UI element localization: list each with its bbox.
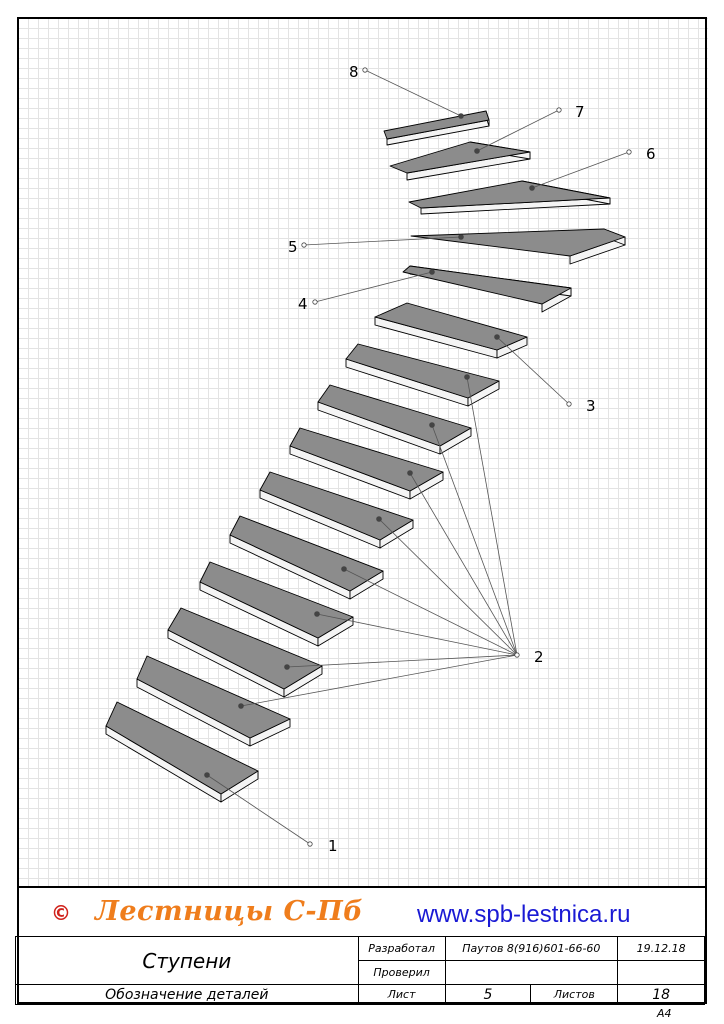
callout-anchor [566, 401, 572, 407]
leader-line [409, 472, 518, 656]
leader-dot [238, 703, 244, 709]
leader-line [343, 568, 518, 656]
leader-line [206, 774, 311, 845]
tread [105, 701, 259, 803]
leader-dot [376, 516, 382, 522]
format-label: A4 [657, 1007, 672, 1020]
tread-top-face [259, 471, 414, 541]
designation: Обозначение деталей [15, 984, 359, 1005]
part-name: Ступени [15, 936, 359, 985]
copyright-icon: © [51, 901, 71, 925]
leader-line [496, 336, 570, 405]
sheet-frame [17, 17, 707, 1004]
callout-3: 3 [586, 397, 596, 415]
tread-top-face [408, 180, 611, 209]
leader-dot [458, 234, 464, 240]
checked-value [444, 960, 619, 985]
tread-top-face [374, 302, 528, 351]
callout-anchor [514, 652, 520, 658]
leader-dot [429, 269, 435, 275]
leader-dot [429, 422, 435, 428]
sheets-total: 18 [617, 984, 705, 1005]
callout-anchor [362, 67, 368, 73]
tread [345, 343, 500, 407]
leader-line [431, 424, 518, 656]
title-table: Ступени Разработал Паутов 8(916)601-66-6… [15, 936, 705, 1005]
leader-dot [341, 566, 347, 572]
tread-top-face [105, 701, 259, 795]
tread-top-face [410, 228, 626, 257]
leader-dot [529, 185, 535, 191]
tread [259, 471, 414, 549]
leader-lines [204, 67, 632, 847]
callout-anchor [626, 149, 632, 155]
leader-dot [464, 374, 470, 380]
callout-8: 8 [349, 63, 359, 81]
tread [199, 561, 354, 647]
callout-1: 1 [328, 837, 338, 855]
leader-line [531, 151, 630, 189]
tread-top-face [402, 265, 572, 305]
sheet-label: Лист [357, 984, 446, 1005]
callout-2: 2 [534, 648, 544, 666]
tread [410, 228, 626, 265]
tread [289, 427, 444, 500]
leader-line [286, 654, 518, 668]
tread [402, 265, 572, 313]
tread [389, 141, 531, 181]
tread [229, 515, 384, 600]
leader-dot [494, 334, 500, 340]
tread [317, 384, 472, 455]
callout-anchor [301, 242, 307, 248]
leader-dot [458, 113, 464, 119]
treads [105, 110, 626, 803]
callout-7: 7 [575, 103, 585, 121]
tread-top-face [289, 427, 444, 492]
callout-5: 5 [288, 238, 298, 256]
callout-labels: 1 2 3 4 5 6 7 8 [288, 63, 656, 855]
developer: Паутов 8(916)601-66-60 [444, 936, 619, 961]
checked-label: Проверил [357, 960, 446, 985]
leader-line [476, 109, 560, 152]
tread-top-face [345, 343, 500, 399]
date: 19.12.18 [617, 936, 705, 961]
tread [136, 655, 291, 747]
callout-6: 6 [646, 145, 656, 163]
tread-top-face [389, 141, 531, 174]
leader-dot [284, 664, 290, 670]
leader-line [378, 518, 518, 656]
tread [374, 302, 528, 359]
title-block: © Лестницы С-Пб www.spb-lestnica.ru Ступ… [15, 886, 707, 1005]
website-link[interactable]: www.spb-lestnica.ru [417, 901, 631, 928]
tread-top-face [167, 607, 323, 690]
leader-line [364, 69, 462, 117]
leader-line [240, 654, 518, 707]
leader-dot [204, 772, 210, 778]
leader-dot [474, 148, 480, 154]
leader-line [466, 376, 518, 656]
callout-anchor [556, 107, 562, 113]
leader-line [316, 613, 518, 656]
tread-top-face [229, 515, 384, 592]
tread [408, 180, 611, 215]
leader-line [303, 236, 462, 246]
leader-dot [407, 470, 413, 476]
developed-label: Разработал [357, 936, 446, 961]
brand-name: Лестницы С-Пб [95, 896, 364, 927]
checked-date [617, 960, 705, 985]
callout-anchor [312, 299, 318, 305]
leader-line [314, 271, 433, 303]
leader-dot [314, 611, 320, 617]
sheets-label: Листов [530, 984, 619, 1005]
brand-row: © Лестницы С-Пб www.spb-lestnica.ru [17, 888, 707, 936]
sheet-number: 5 [444, 984, 532, 1005]
callout-4: 4 [298, 295, 308, 313]
tread-top-face [136, 655, 291, 739]
callout-anchor [307, 841, 313, 847]
tread [167, 607, 323, 698]
tread-top-face [199, 561, 354, 639]
